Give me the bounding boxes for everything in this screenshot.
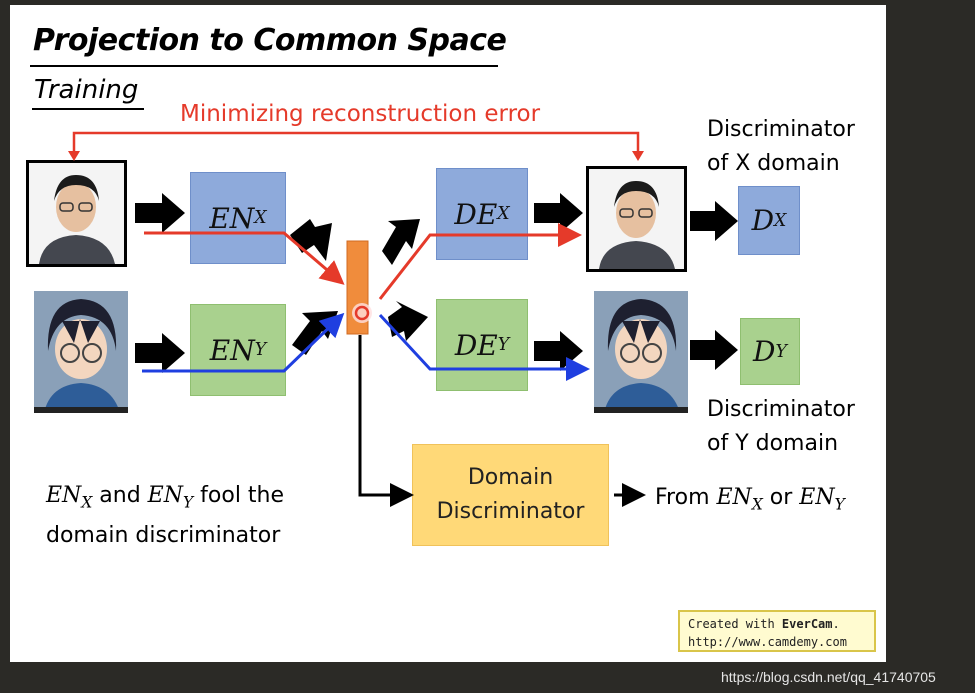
encoder-x-label-base: EN [209, 201, 255, 235]
arrow-latent-to-dey [388, 301, 428, 341]
output-note-enx-sub: X [751, 495, 763, 514]
reconstruction-label: Minimizing reconstruction error [180, 101, 541, 127]
fool-note-line1: ENX and ENY fool the [46, 479, 284, 519]
decoder-y-label-base: DE [454, 328, 498, 362]
red-path-x-in [144, 231, 345, 285]
fool-note-enx: ENX [46, 483, 93, 512]
output-note-eny: ENY [799, 485, 845, 514]
output-note-eny-sub: Y [834, 495, 845, 514]
output-note-eny-base: EN [799, 485, 835, 510]
fool-note-and: and [92, 483, 148, 508]
black-block-arrows [135, 193, 738, 373]
evercam-badge-url: http://www.camdemy.com [688, 635, 847, 649]
encoder-y-label-base: EN [209, 333, 255, 367]
arrow-photo-x-to-enx [135, 193, 185, 233]
evercam-badge-brand: EverCam [781, 617, 833, 631]
discriminator-x-label: Discriminator of X domain [707, 113, 855, 181]
arrow-eny-to-latent [292, 311, 338, 355]
discriminator-y-label: Discriminator of Y domain [707, 393, 855, 461]
translated-anime-face-image [594, 291, 688, 413]
fool-note-rest: fool the [193, 483, 285, 508]
domain-discriminator-box: Domain Discriminator [412, 444, 609, 546]
encoder-y-label-sub: Y [254, 340, 267, 360]
evercam-badge-prefix: Created with [688, 617, 782, 631]
discriminator-x-label-line1: Discriminator [707, 117, 855, 142]
reconstruction-bracket-left-head [68, 151, 80, 161]
arrow-latent-to-dex [382, 219, 420, 265]
domain-discriminator-line1: Domain [467, 465, 554, 490]
real-face-input-photo [26, 160, 127, 267]
arrow-dey-to-photo [534, 331, 583, 371]
evercam-badge-line1: Created with EverCam. [688, 615, 874, 633]
subtitle-underline [32, 108, 144, 110]
arrow-photo-y-to-eny [135, 333, 185, 373]
translated-anime-face-photo [594, 291, 688, 413]
fool-note-eny: ENY [147, 483, 194, 512]
evercam-badge: Created with EverCam. http://www.camdemy… [678, 610, 876, 652]
slide: Projection to Common Space Training Mini… [10, 5, 886, 662]
fool-note-enx-sub: X [81, 493, 93, 512]
arrow-enx-to-latent [290, 219, 332, 261]
reconstructed-real-face-image [589, 169, 684, 269]
discriminator-x-label-line2: of X domain [707, 151, 840, 176]
fool-note: ENX and ENY fool the domain discriminato… [46, 479, 284, 553]
output-note-or: or [762, 485, 800, 510]
output-note: From ENX or ENY [655, 481, 845, 521]
discriminator-y-label-line1: Discriminator [707, 397, 855, 422]
slide-title: Projection to Common Space [33, 23, 507, 58]
discriminator-x-box-sub: X [774, 210, 787, 231]
encoder-x-label-sub: X [254, 208, 267, 228]
evercam-badge-suffix: . [832, 617, 840, 631]
output-note-enx: ENX [716, 485, 763, 514]
anime-face-input-image [34, 291, 128, 413]
discriminator-y-label-line2: of Y domain [707, 431, 839, 456]
title-underline [30, 65, 498, 67]
slide-subtitle: Training [34, 75, 139, 105]
decoder-y-label-sub: Y [497, 335, 510, 355]
fool-note-line2: domain discriminator [46, 523, 281, 549]
csdn-watermark: https://blog.csdn.net/qq_41740705 [721, 669, 936, 685]
arrow-photo-to-dy [690, 330, 738, 370]
decoder-x-label-base: DE [454, 197, 498, 231]
blue-path-y-out [378, 313, 590, 381]
output-note-prefix: From [655, 485, 717, 510]
output-note-enx-base: EN [716, 485, 752, 510]
decoder-x-label-sub: X [497, 204, 510, 224]
discriminator-y-box-sub: Y [775, 341, 787, 362]
latent-point [354, 305, 370, 321]
diagram-connectors [68, 131, 738, 507]
discriminator-y-box-base: D [753, 335, 776, 368]
red-path-x-out [378, 223, 582, 300]
anime-face-input-photo [34, 291, 128, 413]
discriminator-x-box-base: D [751, 204, 775, 237]
domain-discriminator-line2: Discriminator [436, 499, 585, 524]
fool-note-eny-sub: Y [182, 493, 194, 512]
fool-note-enx-base: EN [46, 483, 82, 508]
arrow-photo-to-dx [690, 201, 738, 241]
reconstructed-real-face-photo [586, 166, 687, 272]
reconstruction-bracket-right-head [632, 151, 644, 161]
real-face-input-image [29, 163, 124, 264]
latent-to-domain-discriminator [358, 335, 414, 507]
fool-note-eny-base: EN [147, 483, 183, 508]
reconstruction-bracket [72, 131, 640, 157]
arrow-dex-to-photo [534, 193, 583, 233]
blue-path-y-in [142, 312, 345, 373]
